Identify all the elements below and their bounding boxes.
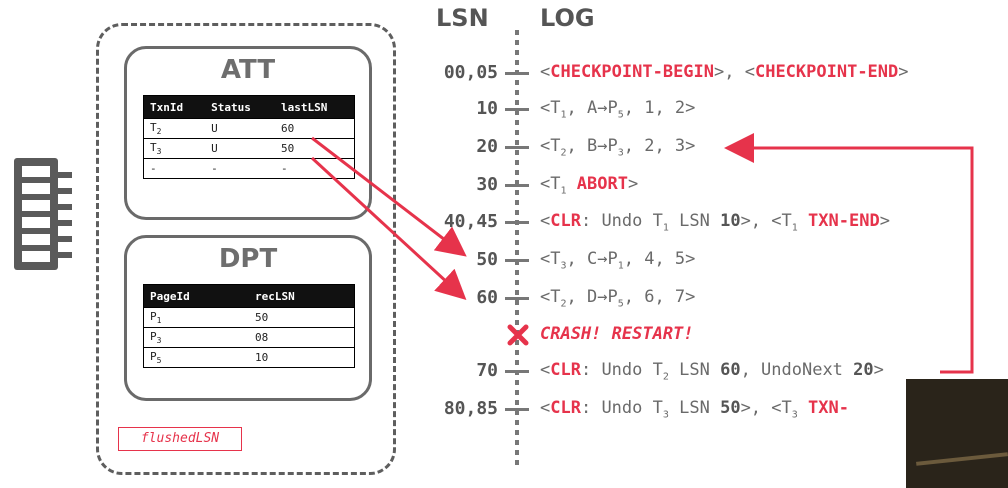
lsn-label: 80,85 (443, 398, 498, 419)
memory-chip-icon (14, 158, 72, 270)
att-header-txnid: TxnId (143, 95, 206, 119)
tick (505, 72, 529, 75)
table-row: P3 08 (143, 327, 355, 348)
table-row: P1 50 (143, 307, 355, 328)
lsn-header: LSN (436, 4, 489, 32)
att-status: U (205, 138, 275, 159)
crash-x-icon (507, 324, 529, 346)
log-entry: <CLR: Undo T3 LSN 50>, <T3 TXN- (540, 398, 849, 421)
arrow-undonext-to-20 (724, 133, 974, 374)
log-entry: <T1, A→P5, 1, 2> (540, 98, 696, 121)
log-entry: <T3, C→P1, 4, 5> (540, 249, 696, 272)
lsn-label: 40,45 (443, 211, 498, 232)
dpt-page: P5 (143, 347, 249, 368)
tick (505, 259, 529, 262)
tick (505, 408, 529, 411)
table-row: - - - (143, 158, 355, 179)
webcam-video (906, 379, 1008, 488)
att-status: U (205, 118, 275, 139)
dpt-header-reclsn: recLSN (249, 284, 355, 308)
table-row: P5 10 (143, 347, 355, 368)
dpt-page: P3 (143, 327, 249, 348)
dpt-page: P1 (143, 307, 249, 328)
crash-restart-label: CRASH! RESTART! (540, 324, 694, 344)
att-txn: T2 (143, 118, 206, 139)
table-row: T2 U 60 (143, 118, 355, 139)
flushed-lsn-label: flushedLSN (118, 427, 242, 451)
log-entry: <CHECKPOINT-BEGIN>, <CHECKPOINT-END> (540, 62, 909, 82)
tick (505, 297, 529, 300)
lsn-label: 60 (476, 287, 498, 308)
att-table: TxnId Status lastLSN T2 U 60 T3 U 50 - -… (143, 95, 355, 179)
att-title: ATT (220, 55, 276, 85)
log-entry: <T2, B→P3, 2, 3> (540, 136, 696, 159)
arrow-att-t2-to-60 (311, 136, 467, 257)
lsn-label: 20 (476, 136, 498, 157)
dpt-reclsn: 50 (249, 307, 355, 328)
log-entry: <CLR: Undo T1 LSN 10>, <T1 TXN-END> (540, 211, 890, 234)
lsn-label: 50 (476, 249, 498, 270)
log-header: LOG (540, 4, 595, 32)
dpt-title: DPT (218, 244, 278, 274)
log-entry: <T1 ABORT> (540, 174, 639, 197)
att-header-status: Status (205, 95, 275, 119)
att-txn: - (143, 158, 206, 179)
lsn-label: 00,05 (443, 62, 498, 83)
tick (505, 184, 529, 187)
att-header-lastlsn: lastLSN (274, 95, 355, 119)
lsn-label: 70 (476, 360, 498, 381)
memory-region (96, 23, 396, 475)
att-panel: ATT TxnId Status lastLSN T2 U 60 T3 U 50… (124, 46, 372, 220)
tick (505, 370, 529, 373)
att-lastlsn: 60 (274, 118, 355, 139)
dpt-panel: DPT PageId recLSN P1 50 P3 08 P5 10 (124, 235, 372, 401)
dpt-header-pageid: PageId (143, 284, 249, 308)
dpt-reclsn: 08 (249, 327, 355, 348)
log-entry: <T2, D→P5, 6, 7> (540, 287, 696, 310)
dpt-table: PageId recLSN P1 50 P3 08 P5 10 (143, 284, 355, 368)
arrow-att-t3-to-50 (310, 156, 467, 301)
tick (505, 146, 529, 149)
log-entry: <CLR: Undo T2 LSN 60, UndoNext 20> (540, 360, 884, 383)
dpt-reclsn: 10 (249, 347, 355, 368)
tick (505, 221, 529, 224)
att-txn: T3 (143, 138, 206, 159)
tick (505, 108, 529, 111)
att-status: - (205, 158, 275, 179)
lsn-label: 30 (476, 174, 498, 195)
lsn-label: 10 (476, 98, 498, 119)
